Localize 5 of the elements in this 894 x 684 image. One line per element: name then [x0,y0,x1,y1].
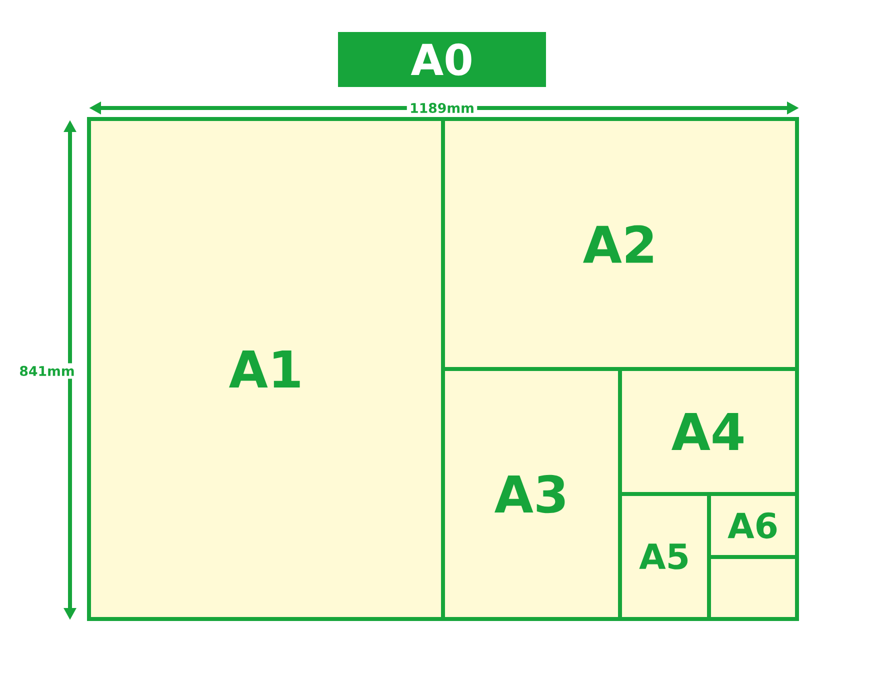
paper-size-box: A5 [618,492,711,621]
dimension-label: 1189mm [406,100,478,116]
dimension-label: 841mm [16,363,78,379]
paper-size-box: A6 [707,492,799,559]
title-banner: A0 [338,32,546,87]
